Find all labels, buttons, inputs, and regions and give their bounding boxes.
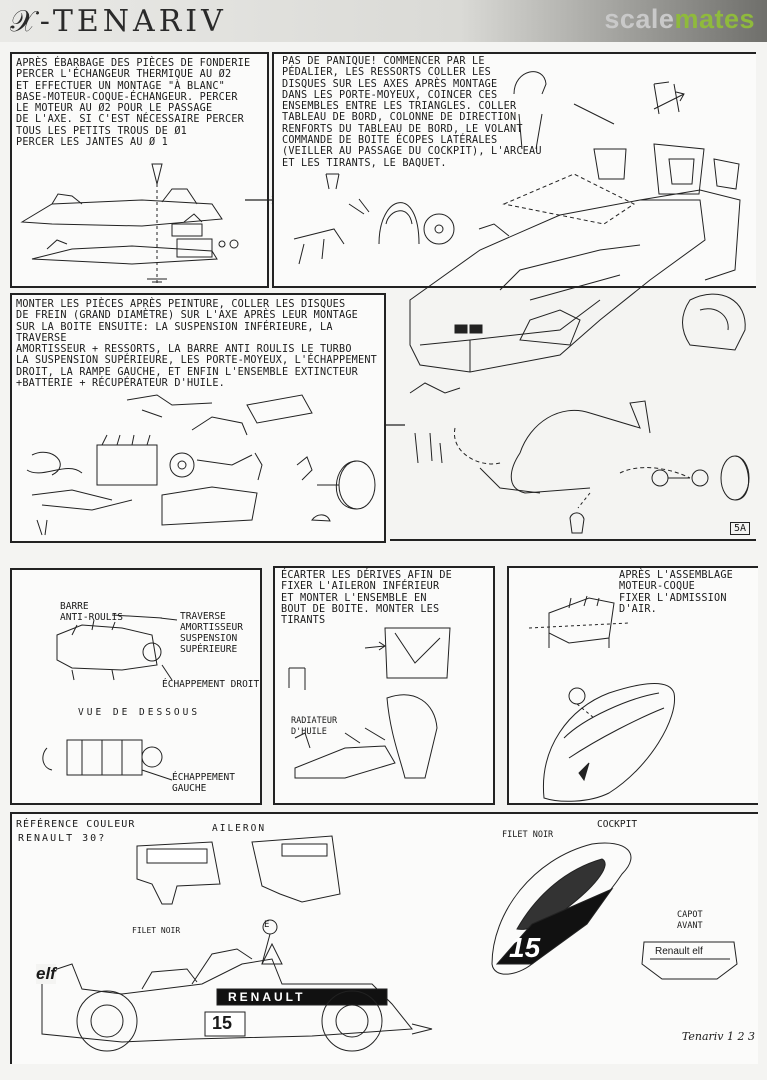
label-wing: AILERON xyxy=(212,823,267,834)
sponsor-logo-elf: elf xyxy=(36,964,56,984)
color-reference-value: RENAULT 30? xyxy=(18,833,107,844)
brand-logo: 𝒳-TENARIV xyxy=(10,4,227,39)
car-number-side: 15 xyxy=(212,1013,233,1033)
suspension-parts-sketch xyxy=(12,295,384,541)
air-intake-sketch xyxy=(509,568,758,803)
instruction-panel-5: ÉCARTER LES DÉRIVES AFIN DE FIXER L'AILE… xyxy=(273,566,495,805)
cockpit-number: 15 xyxy=(509,932,541,963)
engine-assembly-sketch xyxy=(12,570,260,803)
panel-3-instructions: MONTER LES PIÈCES APRÈS PEINTURE, COLLER… xyxy=(16,299,378,390)
watermark-part-mates: mates xyxy=(674,4,755,34)
rear-wing-sketch xyxy=(275,568,493,803)
label-shock-traverse: TRAVERSE AMORTISSEUR xyxy=(180,611,243,633)
label-cockpit: COCKPIT xyxy=(597,819,638,830)
instruction-panel-4: BARRE ANTI-ROULIS TRAVERSE AMORTISSEUR S… xyxy=(10,568,262,805)
engine-body-sketch xyxy=(12,54,267,286)
instruction-panel-6: APRÈS L'ASSEMBLAGE MOTEUR-COQUE FIXER L'… xyxy=(507,566,758,805)
watermark-part-scale: scale xyxy=(604,4,675,34)
front-cover-logo-text: Renault elf xyxy=(655,946,703,957)
label-black-stripe-1: FILET NOIR xyxy=(502,830,554,840)
label-black-stripe-2: FILET NOIR xyxy=(132,926,181,935)
chassis-parts-sketch xyxy=(274,54,756,286)
color-reference-title: RÉFÉRENCE COULEUR xyxy=(16,819,136,830)
panel-1-instructions: APRÈS ÉBARBAGE DES PIÈCES DE FONDERIE PE… xyxy=(16,58,251,149)
label-oil-radiator: RADIATEUR D'HUILE xyxy=(291,716,338,737)
panel-2-instructions: PAS DE PANIQUE! COMMENCER PAR LE PÉDALIE… xyxy=(282,56,542,169)
label-anti-roll-bar: BARRE ANTI-ROULIS xyxy=(60,601,123,623)
marker-e: E xyxy=(264,920,270,930)
label-front-cover: CAPOT AVANT xyxy=(677,910,703,931)
panel-6-instructions: APRÈS L'ASSEMBLAGE MOTEUR-COQUE FIXER L'… xyxy=(619,570,734,615)
instruction-panel-7: RÉFÉRENCE COULEUR RENAULT 30? AILERON CO… xyxy=(10,812,758,1064)
scalemates-watermark: scalemates xyxy=(604,4,755,35)
header-band xyxy=(0,0,767,42)
instruction-panel-rear: 5A xyxy=(390,293,756,541)
page-number: 5A xyxy=(729,522,750,535)
livery-sketch xyxy=(12,814,758,1064)
label-left-exhaust: ÉCHAPPEMENT GAUCHE xyxy=(172,772,235,794)
label-upper-suspension: SUSPENSION SUPÉRIEURE xyxy=(180,633,238,655)
rear-assembly-sketch xyxy=(390,293,756,539)
panel-5-instructions: ÉCARTER LES DÉRIVES AFIN DE FIXER L'AILE… xyxy=(281,570,453,627)
car-brand-label: RENAULT xyxy=(228,990,306,1004)
instruction-panel-1: APRÈS ÉBARBAGE DES PIÈCES DE FONDERIE PE… xyxy=(10,52,269,288)
instruction-panel-3: MONTER LES PIÈCES APRÈS PEINTURE, COLLER… xyxy=(10,293,386,543)
instruction-panel-2: PAS DE PANIQUE! COMMENCER PAR LE PÉDALIE… xyxy=(272,52,756,288)
signature: Tenariv 1 2 3 xyxy=(681,1030,755,1043)
label-right-exhaust: ÉCHAPPEMENT DROIT xyxy=(162,679,260,690)
label-bottom-view: VUE DE DESSOUS xyxy=(78,707,201,718)
